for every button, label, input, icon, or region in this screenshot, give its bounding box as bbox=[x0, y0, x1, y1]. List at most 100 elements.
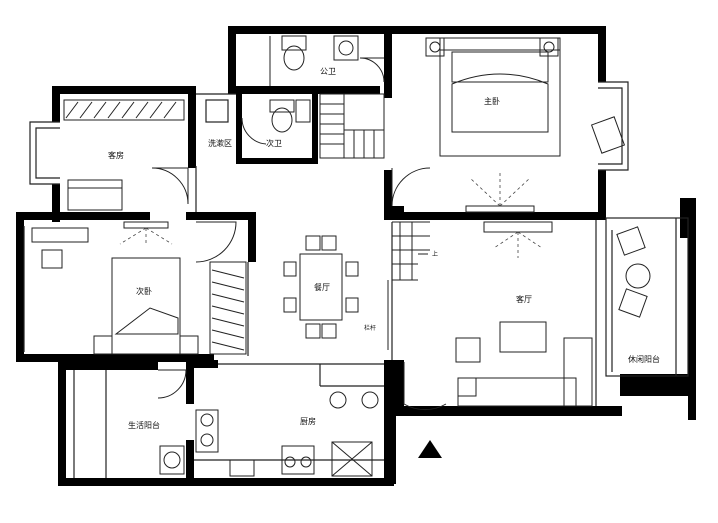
dining-chair bbox=[321, 323, 337, 339]
wall-left-pubbath bbox=[228, 26, 236, 90]
wall-balcony-bottom bbox=[620, 374, 696, 396]
wall-svc-top bbox=[58, 362, 158, 370]
lighting-guides bbox=[119, 170, 543, 258]
door-secbath bbox=[241, 117, 267, 145]
kitchen-stove bbox=[281, 445, 315, 475]
sink-sec bbox=[295, 99, 311, 123]
wall-secbath-bottom bbox=[236, 158, 316, 164]
door-bed2 bbox=[195, 221, 237, 263]
guest-window bbox=[29, 121, 60, 185]
wall-bed2-right bbox=[248, 212, 256, 262]
stove-burner bbox=[284, 456, 296, 468]
toilet-bowl-sec bbox=[271, 107, 293, 133]
wall-kitchen-top bbox=[186, 360, 218, 368]
washing-machine bbox=[159, 445, 185, 475]
label-public-bath: 公卫 bbox=[320, 67, 336, 76]
wall-master-right-low bbox=[598, 170, 606, 212]
wall-svc-left bbox=[58, 362, 66, 486]
dining-chair bbox=[283, 261, 297, 277]
balcony-chair bbox=[616, 226, 646, 256]
master-window-2 bbox=[598, 87, 623, 165]
living-sofa-arm bbox=[563, 337, 593, 407]
walls bbox=[16, 26, 696, 486]
wall-top-pubbath bbox=[228, 26, 394, 34]
door-svc bbox=[157, 369, 187, 399]
label-stair-up: 上 bbox=[432, 250, 438, 258]
wall-master-left bbox=[384, 26, 392, 98]
fridge-x bbox=[331, 441, 373, 477]
wall-master-bottom-2 bbox=[400, 212, 606, 220]
balcony-chair bbox=[618, 288, 648, 318]
laundry-sink-box bbox=[205, 99, 229, 123]
wall-kitchen-mid-low bbox=[186, 440, 194, 484]
label-leisure-balcony: 休闲阳台 bbox=[628, 354, 660, 364]
balcony-table bbox=[625, 263, 651, 289]
wall-guest-left bbox=[52, 86, 60, 122]
guest-wardrobe-hatch bbox=[65, 101, 177, 119]
label-second-bedroom: 次卧 bbox=[136, 286, 152, 296]
kitchen-sink-bowl bbox=[200, 433, 214, 447]
kitchen-sink-bowl bbox=[200, 413, 214, 427]
label-laundry: 洗漱区 bbox=[208, 138, 232, 148]
guest-sofa bbox=[67, 179, 123, 211]
bed2-wardrobe-hatch bbox=[211, 269, 245, 351]
label-railing: 栏杆 bbox=[364, 324, 376, 332]
stairs bbox=[319, 93, 430, 350]
living-tv bbox=[483, 221, 553, 233]
master-window bbox=[598, 81, 629, 171]
north-arrow-icon bbox=[418, 440, 442, 458]
wall-bed2-left bbox=[16, 212, 24, 362]
label-kitchen: 厨房 bbox=[300, 416, 316, 426]
bed2-wardrobe bbox=[209, 261, 247, 355]
kitchen-sink bbox=[195, 409, 219, 453]
label-living: 客厅 bbox=[516, 294, 532, 304]
door-living bbox=[403, 362, 447, 411]
bar-stool bbox=[329, 391, 347, 409]
bar-stool bbox=[361, 391, 379, 409]
washer-drum bbox=[163, 451, 181, 469]
wall-svc-bottom bbox=[58, 478, 394, 486]
toilet-bowl-public bbox=[283, 45, 305, 71]
wall-balcony-right bbox=[688, 198, 696, 420]
wall-secbath-left bbox=[236, 94, 242, 162]
wall-top-master bbox=[392, 26, 606, 34]
master-lamp-l bbox=[429, 41, 441, 53]
label-guest-room: 客房 bbox=[108, 150, 124, 160]
living-armchair bbox=[455, 337, 481, 363]
door-pubbath bbox=[359, 57, 385, 83]
wall-living-bottom-l bbox=[396, 360, 404, 416]
wall-bed2-bottom bbox=[16, 354, 214, 362]
wall-guest-bottom bbox=[16, 212, 150, 220]
sink-bowl-public bbox=[338, 40, 354, 56]
wall-secbath-right bbox=[312, 94, 318, 164]
bed2-blanket bbox=[114, 307, 179, 335]
door-guest bbox=[151, 167, 189, 205]
dining-chair bbox=[345, 261, 359, 277]
guest-window-2 bbox=[35, 127, 60, 179]
door-master bbox=[391, 167, 431, 207]
master-tv bbox=[465, 205, 535, 213]
master-headboard bbox=[439, 37, 561, 51]
room-labels: 公卫 主卧 客房 洗漱区 次卫 次卧 餐厅 客厅 休闲阳台 生活阳台 厨房 上 … bbox=[108, 67, 660, 430]
wall-guest-bottom-r bbox=[186, 212, 256, 220]
living-coffee-table bbox=[499, 321, 547, 353]
living-side-table bbox=[457, 377, 477, 397]
bed2-nightstand-l bbox=[93, 335, 113, 355]
dining-chair bbox=[305, 235, 321, 251]
label-dining: 餐厅 bbox=[314, 283, 330, 292]
wall-guest-right bbox=[188, 86, 196, 168]
toilet-sec bbox=[269, 99, 295, 113]
wall-kitchen-mid bbox=[186, 362, 194, 404]
guest-wardrobe bbox=[63, 99, 185, 121]
bed2-tv bbox=[123, 221, 169, 229]
doors bbox=[151, 57, 447, 411]
wardrobes bbox=[63, 99, 247, 355]
wall-master-left-low bbox=[384, 170, 392, 216]
partitions bbox=[23, 81, 689, 478]
bed2-nightstand-r bbox=[179, 335, 199, 355]
sink-public bbox=[333, 35, 359, 61]
wall-right-master bbox=[598, 26, 606, 82]
master-blanket bbox=[451, 73, 549, 133]
dining-chair bbox=[345, 297, 359, 313]
